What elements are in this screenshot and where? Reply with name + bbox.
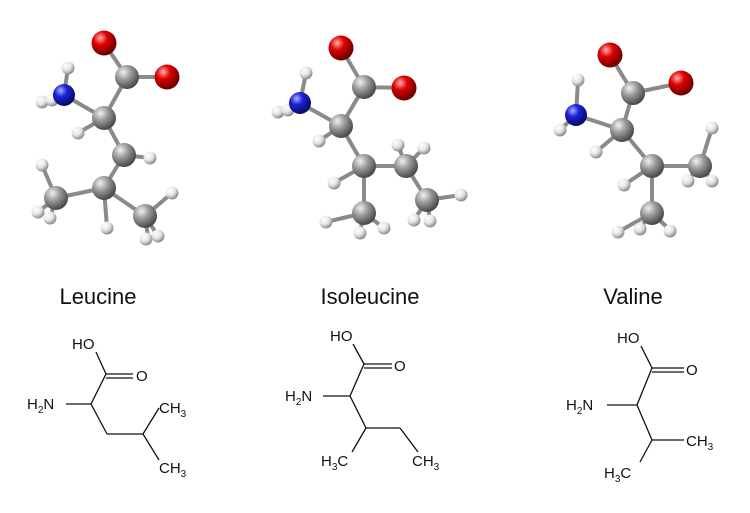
carbon-atom — [688, 154, 712, 178]
isoleucine-hydroxyl-label: HO — [330, 328, 353, 345]
valine-methyl-right-label: CH3 — [686, 433, 714, 453]
oxygen-atom — [668, 70, 694, 96]
carbon-atom — [352, 201, 376, 225]
leucine-skeletal-formula: HO O H2N CH3 CH3 — [27, 336, 187, 480]
hydrogen-atom — [312, 134, 326, 148]
leucine-methyl-upper-label: CH3 — [159, 400, 187, 420]
leucine-model — [31, 30, 180, 246]
hydrogen-atom — [353, 226, 367, 240]
molecule-name-isoleucine: Isoleucine — [320, 284, 420, 309]
carbon-atom — [610, 118, 634, 142]
molecule-name-valine: Valine — [603, 284, 663, 309]
hydrogen-atom — [271, 105, 285, 119]
leucine-amine-label: H2N — [27, 396, 54, 416]
carbon-atom — [352, 75, 376, 99]
isoleucine-atoms — [271, 35, 468, 240]
hydrogen-atom — [61, 61, 75, 75]
hydrogen-atom — [589, 145, 603, 159]
carbon-atom — [640, 201, 664, 225]
hydrogen-atom — [377, 221, 391, 235]
hydrogen-atom — [299, 66, 313, 80]
valine-hydroxyl-label: HO — [617, 330, 640, 347]
oxygen-atom — [391, 75, 417, 101]
molecule-name-leucine: Leucine — [59, 284, 137, 309]
oxygen-atom — [328, 35, 354, 61]
hydrogen-atom — [165, 186, 179, 200]
valine-oxygen-label: O — [686, 362, 698, 379]
hydrogen-atom — [327, 176, 341, 190]
carbon-atom — [621, 81, 645, 105]
hydrogen-atom — [611, 225, 625, 239]
carbon-atom — [133, 204, 157, 228]
valine-methyl-lower-label: H3C — [604, 465, 631, 485]
hydrogen-atom — [319, 215, 333, 229]
carbon-atom — [112, 143, 136, 167]
carbon-atom — [92, 176, 116, 200]
leucine-hydroxyl-label: HO — [72, 336, 95, 353]
hydrogen-atom — [681, 174, 695, 188]
hydrogen-atom — [139, 232, 153, 246]
nitrogen-atom — [53, 84, 75, 106]
leucine-atoms — [31, 30, 180, 246]
hydrogen-atom — [663, 224, 677, 238]
carbon-atom — [352, 154, 376, 178]
carbon-atom — [394, 154, 418, 178]
hydrogen-atom — [100, 221, 114, 235]
leucine-oxygen-label: O — [136, 368, 148, 385]
carbon-atom — [92, 106, 116, 130]
isoleucine-methyl-right-label: CH3 — [412, 453, 440, 473]
hydrogen-atom — [705, 121, 719, 135]
valine-model — [553, 42, 719, 239]
hydrogen-atom — [617, 178, 631, 192]
valine-amine-label: H2N — [566, 397, 593, 417]
isoleucine-oxygen-label: O — [394, 358, 406, 375]
hydrogen-atom — [571, 73, 585, 87]
nitrogen-atom — [565, 104, 587, 126]
leucine-methyl-lower-label: CH3 — [159, 460, 187, 480]
hydrogen-atom — [151, 229, 165, 243]
carbon-atom — [415, 188, 439, 212]
hydrogen-atom — [633, 222, 647, 236]
oxygen-atom — [597, 42, 623, 68]
carbon-atom — [329, 114, 353, 138]
hydrogen-atom — [31, 205, 45, 219]
oxygen-atom — [154, 64, 180, 90]
isoleucine-amine-label: H2N — [285, 388, 312, 408]
isoleucine-methyl-left-label: H3C — [321, 453, 348, 473]
hydrogen-atom — [391, 138, 405, 152]
hydrogen-atom — [35, 95, 49, 109]
oxygen-atom — [91, 30, 117, 56]
hydrogen-atom — [407, 213, 421, 227]
hydrogen-atom — [417, 141, 431, 155]
hydrogen-atom — [423, 214, 437, 228]
nitrogen-atom — [289, 92, 311, 114]
carbon-atom — [115, 65, 139, 89]
valine-atoms — [553, 42, 719, 239]
isoleucine-skeletal-formula: HO O H2N H3C CH3 — [285, 328, 440, 473]
hydrogen-atom — [705, 174, 719, 188]
hydrogen-atom — [43, 211, 57, 225]
isoleucine-model — [271, 35, 468, 240]
hydrogen-atom — [553, 123, 567, 137]
hydrogen-atom — [143, 151, 157, 165]
hydrogen-atom — [71, 126, 85, 140]
hydrogen-atom — [35, 158, 49, 172]
valine-skeletal-formula: HO O H2N CH3 H3C — [566, 330, 714, 485]
hydrogen-atom — [454, 188, 468, 202]
carbon-atom — [640, 154, 664, 178]
carbon-atom — [44, 186, 68, 210]
